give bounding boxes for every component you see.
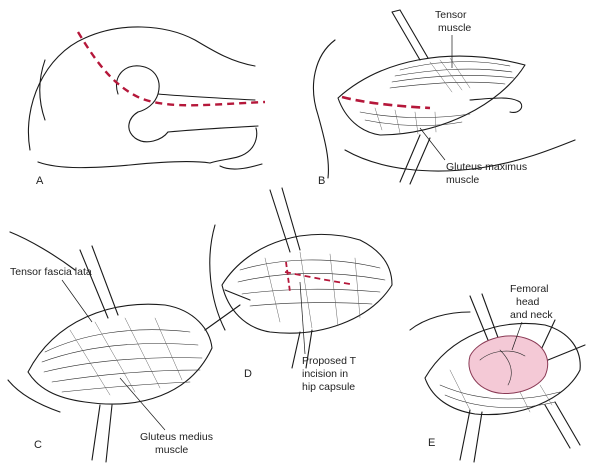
panel-a-pelvis-outline: [27, 26, 256, 151]
panel-d-retractor-left: [204, 289, 251, 331]
panel-e-body-outline: [409, 311, 471, 331]
panel-b-label-gluteus-line1: Gluteus maximus: [446, 161, 527, 173]
panel-c-muscle-fibers: [41, 317, 203, 396]
panel-d-muscle-fibers: [237, 251, 386, 329]
panel-b-wound-outline: [337, 55, 526, 136]
panel-b-retractor-top: [391, 9, 429, 61]
panel-c-label-gluteus-line2: muscle: [155, 444, 188, 456]
panel-c-label-gluteus-line1: Gluteus medius: [140, 431, 213, 443]
panel-e-label-line3: and neck: [510, 309, 553, 321]
panel-c-leader-tensor: [61, 279, 93, 323]
panel-b-incision-line: [341, 95, 431, 110]
panel-e: Femoral head and neck E: [409, 283, 586, 463]
panel-a-femur-shaft-lower: [167, 125, 259, 133]
panel-c: Tensor fascia lata Gluteus medius muscle…: [7, 231, 213, 463]
panel-b-retractor-bottom: [399, 134, 431, 185]
panel-d-wound-outline: [221, 233, 393, 334]
panel-e-muscle-fibers: [439, 369, 561, 413]
panel-e-retractor-top: [469, 293, 501, 346]
panel-b-gluteus-fibers: [359, 107, 471, 135]
panel-b-label-tensor-line1: Tensor: [435, 9, 467, 21]
panel-b-letter: B: [318, 175, 325, 187]
panel-a-knee-contour: [219, 163, 263, 170]
panel-e-retractor-right: [539, 319, 586, 361]
panel-b-label-tensor-line2: muscle: [438, 22, 471, 34]
panel-b-thigh-outline: [344, 139, 576, 172]
panel-e-leader: [511, 321, 523, 351]
panel-c-wound-outline: [27, 303, 213, 405]
panel-c-body-outline: [9, 231, 76, 271]
panel-e-label-line1: Femoral: [510, 283, 549, 295]
panel-c-lower-outline: [7, 379, 61, 413]
panel-d-label-line3: hip capsule: [302, 381, 355, 393]
panel-b-leader-gluteus: [419, 127, 446, 161]
panel-d: Proposed T incision in hip capsule D: [204, 187, 393, 393]
panel-a-ischium: [39, 59, 46, 121]
panel-d-letter: D: [244, 368, 252, 380]
panel-b-tensor-fibers: [389, 57, 515, 93]
panel-a-femur-shaft-upper: [157, 93, 256, 101]
panel-c-label-tensor-fascia: Tensor fascia lata: [10, 266, 92, 278]
panel-d-incision-vertical: [285, 261, 291, 293]
panel-e-letter: E: [428, 437, 435, 449]
panel-e-retractor-bottom: [459, 401, 581, 463]
panel-a-letter: A: [36, 175, 44, 187]
panel-d-retractor-bottom: [291, 329, 313, 369]
panel-d-body-outline: [209, 224, 226, 331]
panel-a-buttock-outline: [37, 160, 211, 169]
panel-c-leader-gluteus: [119, 377, 166, 431]
panel-b: Tensor muscle Gluteus maximus muscle B: [312, 9, 576, 187]
panel-e-wound-outline: [424, 322, 581, 416]
panel-c-letter: C: [34, 439, 42, 451]
panel-b-retractor-right: [469, 97, 523, 113]
panel-a: A: [27, 26, 266, 187]
panel-e-femoral-neck-line: [499, 349, 512, 386]
panel-b-label-gluteus-line2: muscle: [446, 174, 479, 186]
panel-b-body-outline: [312, 39, 336, 179]
panel-d-retractor-top: [269, 187, 301, 253]
panel-d-incision-horizontal: [284, 271, 351, 285]
panel-a-femur-head: [128, 111, 169, 143]
panel-a-trochanter-outline: [116, 65, 160, 113]
panel-d-label-line1: Proposed T: [302, 355, 357, 367]
panel-e-femoral-head: [468, 335, 549, 394]
panel-c-retractor-top: [79, 245, 119, 319]
panel-d-leader: [299, 281, 306, 355]
panel-c-retractor-bottom: [91, 404, 113, 463]
panel-e-label-line2: head: [516, 296, 540, 308]
panel-e-femoral-head-rim: [479, 350, 526, 361]
panel-a-incision-line: [76, 31, 266, 107]
panel-a-thigh-contour: [209, 127, 258, 164]
panel-d-label-line2: incision in: [302, 368, 348, 380]
